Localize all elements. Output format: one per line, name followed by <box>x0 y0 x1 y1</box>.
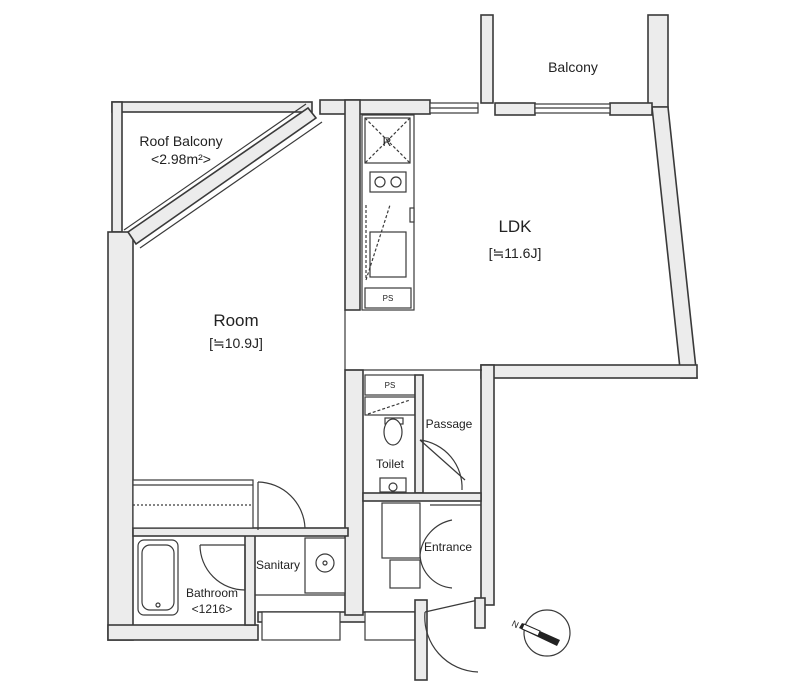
shoe-cabinet <box>381 502 421 559</box>
room-door <box>257 481 306 530</box>
refrigerator-label: R <box>383 135 392 149</box>
room-closet <box>132 479 254 529</box>
compass-north-label: N <box>510 618 520 630</box>
entrance-label: Entrance <box>424 540 472 554</box>
roof-balcony-diagonal-wall <box>123 103 323 249</box>
toilet-label: Toilet <box>376 457 405 471</box>
outer-walls <box>107 14 698 681</box>
room-label: Room <box>213 311 258 330</box>
bathroom-area <box>137 539 246 616</box>
ldk-size: [≒11.6J] <box>489 245 542 261</box>
balcony-label: Balcony <box>548 59 598 75</box>
ldk-label: LDK <box>498 217 532 236</box>
room-size: [≒10.9J] <box>209 335 263 351</box>
passage-door <box>419 439 466 491</box>
pipe-space-kitchen <box>364 287 412 309</box>
sanitary-area <box>255 537 346 596</box>
passage-label: Passage <box>426 417 473 431</box>
bathtub-icon <box>141 544 175 611</box>
toilet-icon <box>383 418 403 446</box>
pipe-space-toilet-label: PS <box>385 381 396 390</box>
pipe-space-kitchen-label: PS <box>383 294 394 303</box>
bathroom-label: Bathroom <box>186 586 238 600</box>
sanitary-label: Sanitary <box>256 558 300 572</box>
kitchen-sink <box>369 231 407 278</box>
kitchen-counter <box>361 114 415 311</box>
toilet-area <box>362 374 482 502</box>
entrance-area <box>381 502 486 673</box>
windows <box>429 102 611 114</box>
bathroom-size: <1216> <box>192 602 233 616</box>
roof-balcony-label: Roof Balcony <box>139 133 222 149</box>
compass-icon <box>519 609 571 657</box>
roof-balcony-area: <2.98m²> <box>151 151 211 167</box>
